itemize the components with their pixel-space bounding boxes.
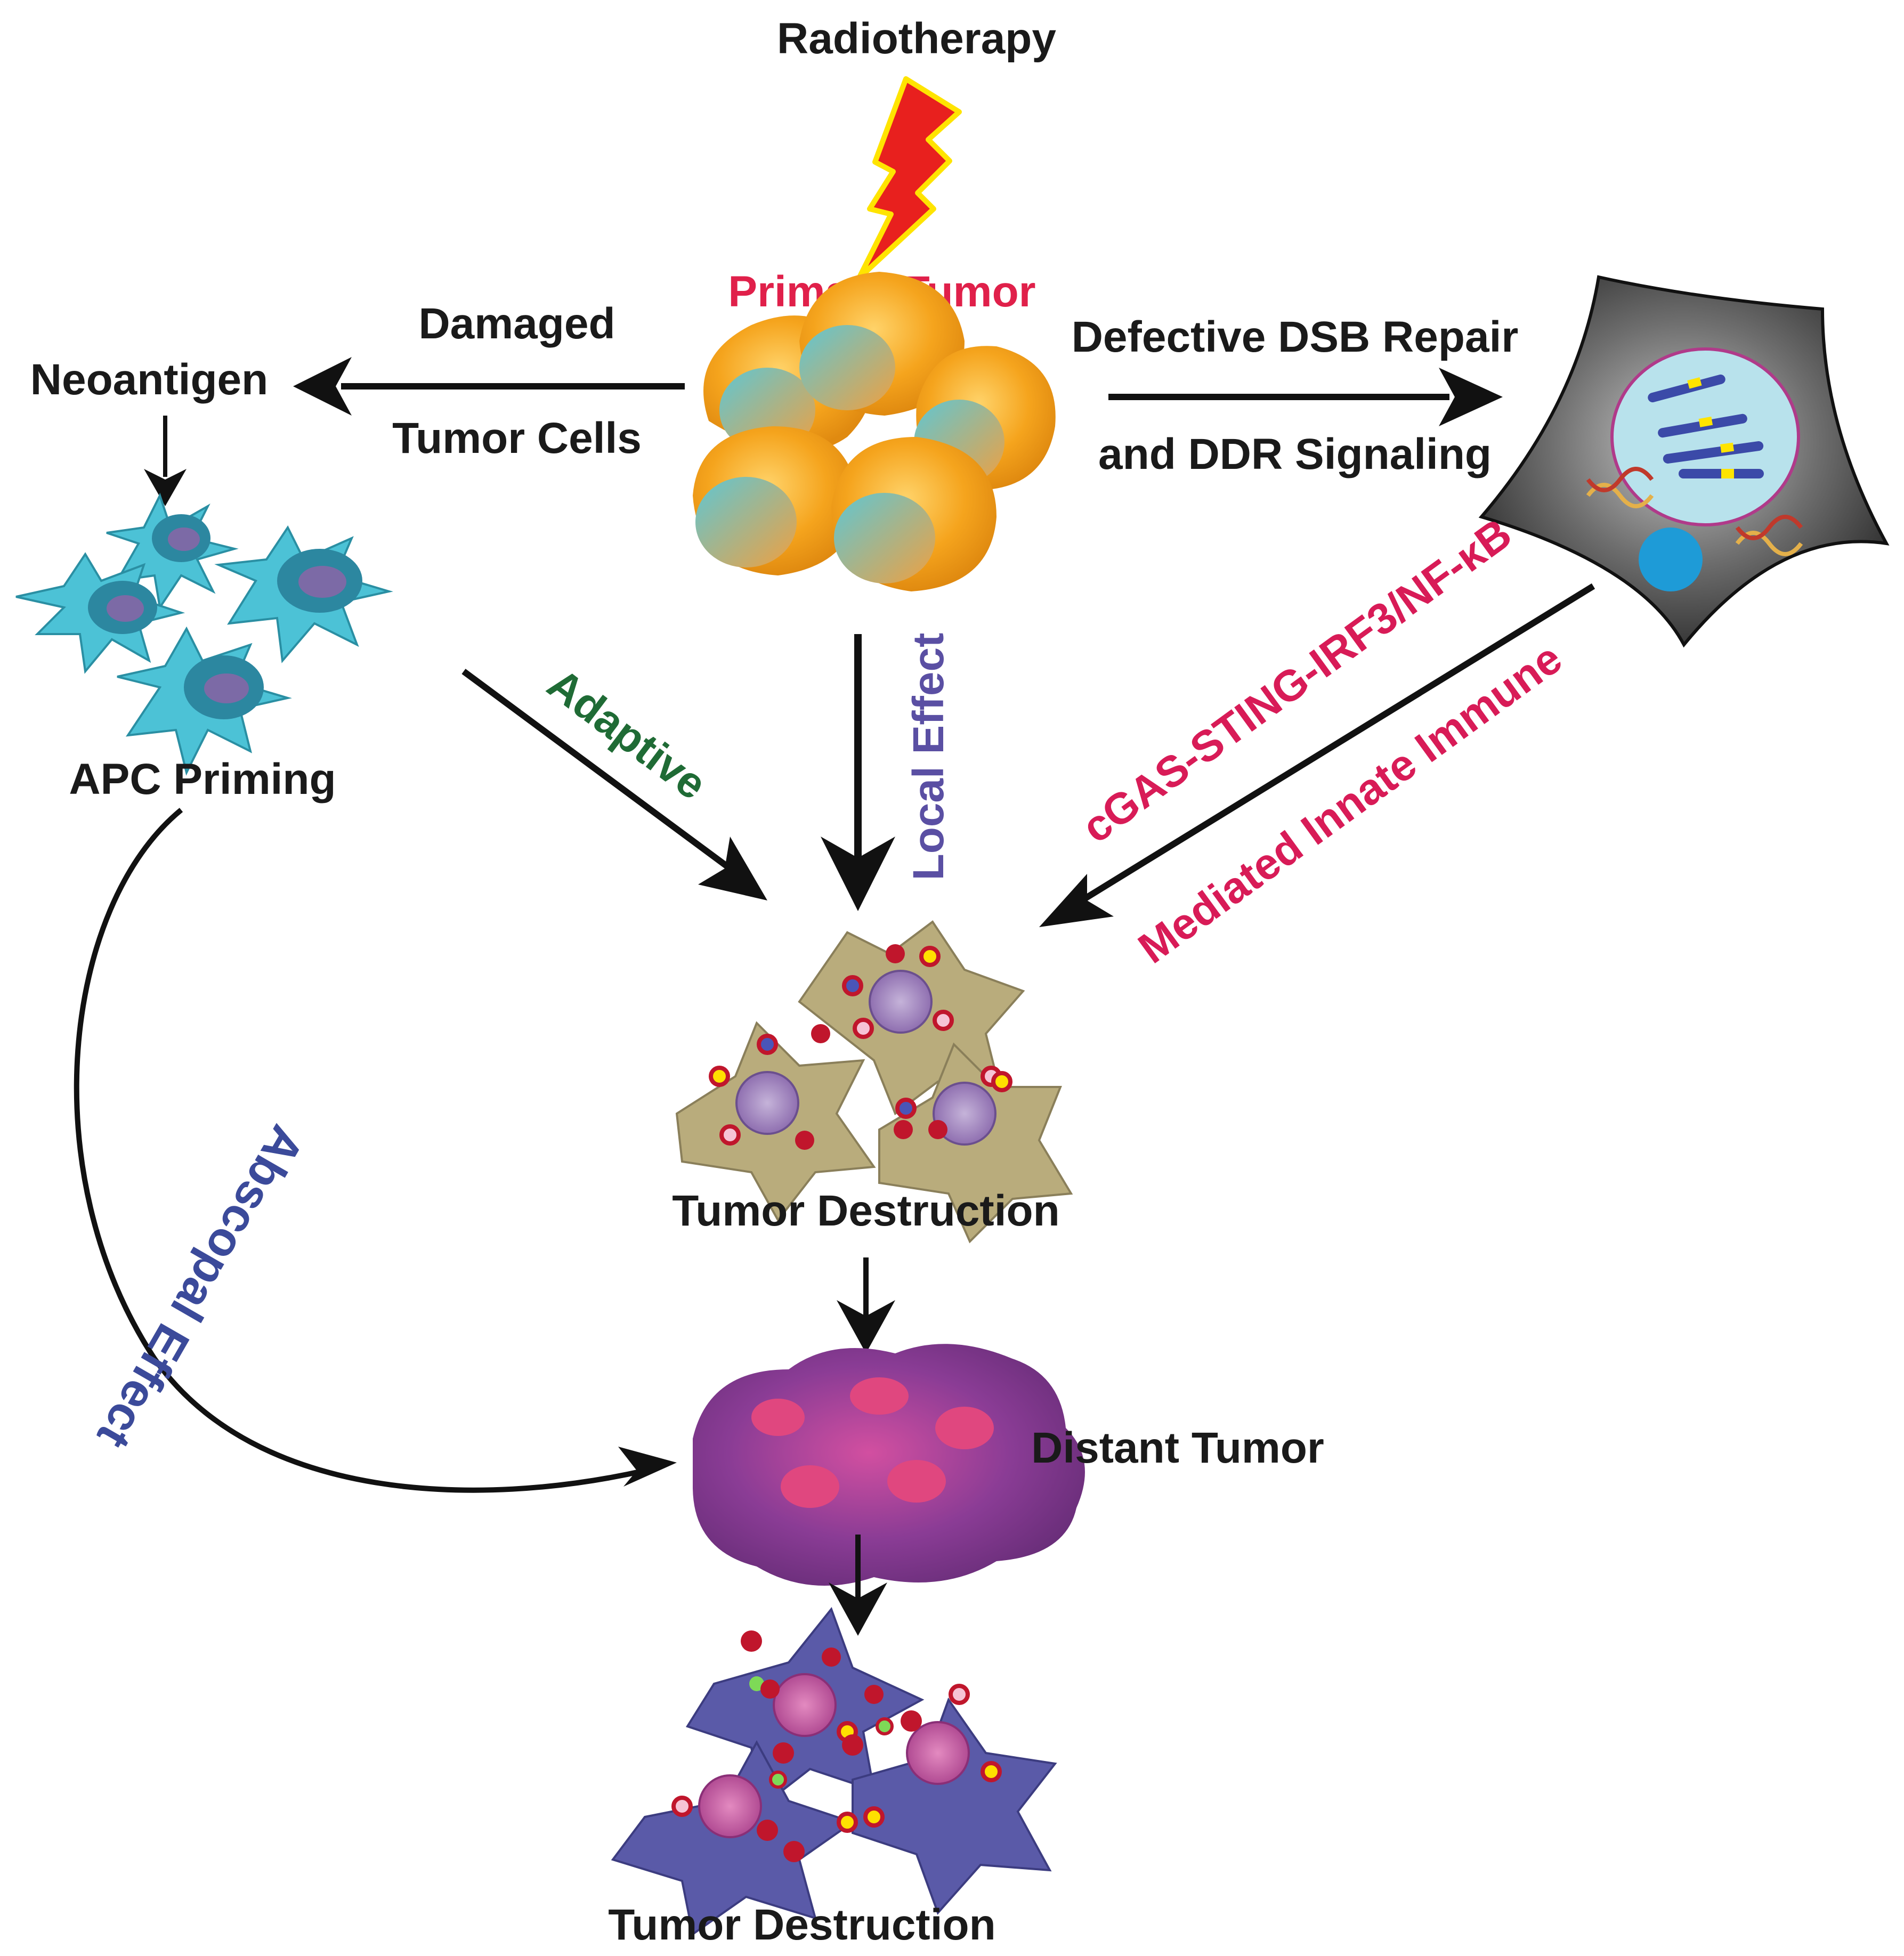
arrow-to-dsb-cell xyxy=(1108,368,1503,426)
local-effect-label: Local Effect xyxy=(904,633,953,881)
dna-helix-icon xyxy=(1586,467,1803,556)
apc-cell xyxy=(117,626,292,776)
ddr-signaling-label: and DDR Signaling xyxy=(1098,430,1492,478)
neoantigen-label: Neoantigen xyxy=(30,355,268,404)
dsb-damaged-cell xyxy=(1478,275,1890,648)
dying-cell xyxy=(852,1697,1057,1915)
distant-tumor-label: Distant Tumor xyxy=(1031,1424,1324,1472)
damaged-label: Damaged xyxy=(418,299,615,348)
tumor-destruction-1-label: Tumor Destruction xyxy=(672,1187,1059,1235)
tumor-cell xyxy=(799,272,965,416)
arrow-local-effect xyxy=(821,634,895,911)
mediated-innate-immune-label: Mediated Innate Immune xyxy=(1130,634,1571,973)
radiotherapy-label: Radiotherapy xyxy=(777,14,1056,63)
arrow-innate-immune xyxy=(1039,583,1595,927)
dying-cell xyxy=(611,1740,855,1936)
tumor-cell xyxy=(831,437,996,591)
arrow-adaptive xyxy=(461,669,767,900)
lightning-bolt-icon xyxy=(856,76,962,281)
apc-cells xyxy=(15,492,393,776)
arrow-to-tumor-destruction-2 xyxy=(829,1535,887,1636)
primary-tumor-cluster xyxy=(693,272,1056,591)
tumor-cell xyxy=(693,426,858,575)
apc-priming-label: APC Priming xyxy=(69,755,336,803)
tumor-destruction-2-label: Tumor Destruction xyxy=(608,1901,995,1949)
arrow-abscopal xyxy=(74,808,677,1493)
distant-tumor-cluster xyxy=(693,1344,1085,1586)
cgas-sting-label: cGAS-STING-IRF3/NF-κB xyxy=(1074,509,1521,853)
dying-cell xyxy=(878,1042,1073,1244)
tumor-destruction-cells-2 xyxy=(611,1606,1057,1936)
defective-dsb-repair-label: Defective DSB Repair xyxy=(1072,313,1519,361)
arrow-to-neoantigen xyxy=(293,357,685,416)
tumor-destruction-cells-1 xyxy=(675,920,1073,1244)
chromosome-icon xyxy=(1648,374,1764,478)
apc-cell xyxy=(15,552,185,674)
vesicles xyxy=(709,944,1012,1150)
adaptive-label: Adaptive xyxy=(539,659,715,809)
vesicles xyxy=(671,1630,1002,1862)
apc-cell xyxy=(214,525,393,663)
tumor-cells-label: Tumor Cells xyxy=(392,414,642,462)
apc-cell xyxy=(106,492,239,611)
dying-cell xyxy=(685,1606,925,1808)
arrow-to-apc xyxy=(144,416,187,506)
arrow-to-distant-tumor xyxy=(837,1257,895,1353)
dying-cell xyxy=(675,1021,876,1222)
